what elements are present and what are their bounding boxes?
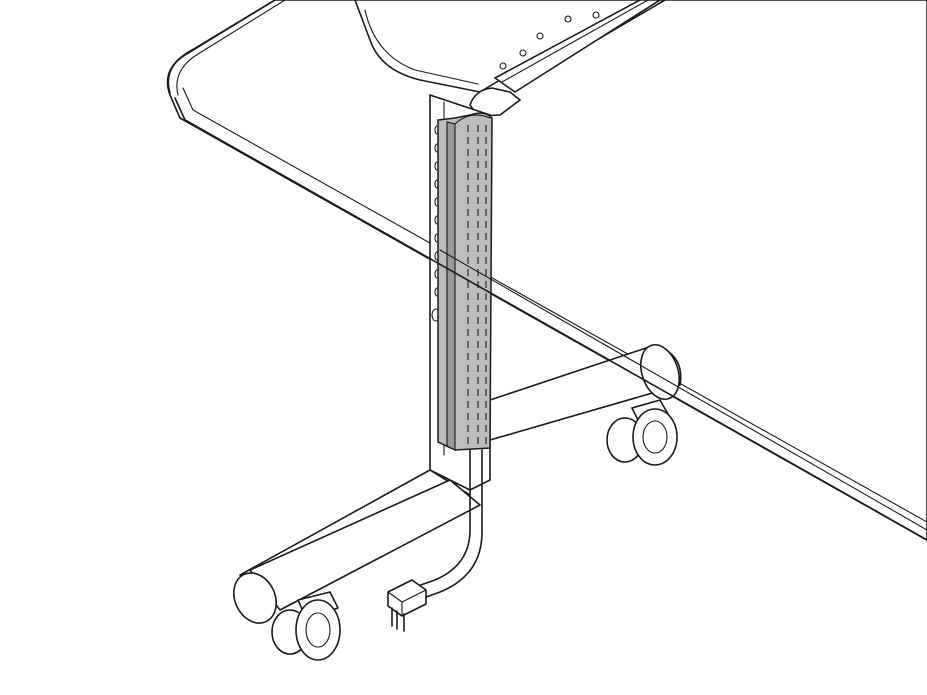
tabletop-edge-back-line xyxy=(439,249,927,531)
screw-hole xyxy=(536,32,544,40)
cord-outer xyxy=(411,449,471,589)
top-rail-bracket-ridge xyxy=(501,0,649,83)
caster-front xyxy=(271,591,341,661)
screw-hole xyxy=(592,11,600,19)
table-top xyxy=(166,0,927,541)
tabletop-left-corner-inner xyxy=(176,0,286,96)
base xyxy=(233,343,682,624)
caster-wheel-front xyxy=(295,599,341,661)
cord-inner xyxy=(417,449,483,601)
screw-hole xyxy=(564,15,572,23)
tabletop-left-corner xyxy=(167,0,276,94)
screw-hole xyxy=(499,62,507,70)
caster-hub xyxy=(642,420,668,454)
caster-wheel-front xyxy=(632,408,678,466)
rear-tube-end-cap xyxy=(640,343,680,401)
power-cord xyxy=(387,449,483,632)
mechanism-housing xyxy=(354,0,666,117)
column-top-collar xyxy=(469,87,521,117)
tabletop-right-edge xyxy=(184,119,927,541)
tabletop-surface xyxy=(166,0,927,541)
cable-cover-flange xyxy=(446,121,456,451)
tabletop-edge-front-line xyxy=(184,119,927,541)
screw-hole xyxy=(519,49,527,57)
cable-cover xyxy=(437,112,493,451)
front-tube-end-cap xyxy=(233,572,277,624)
top-rail-bracket xyxy=(494,0,661,93)
cable-cover-top-curl xyxy=(454,114,491,125)
caster-rear xyxy=(606,399,678,466)
plug-face xyxy=(387,589,427,617)
tabletop-edge-inner xyxy=(182,87,927,523)
lift-housing-curve xyxy=(364,9,479,85)
front-base-tube xyxy=(249,479,481,611)
plug-body xyxy=(387,579,427,617)
cable-cover-body xyxy=(437,112,493,451)
caster-hub xyxy=(305,612,331,648)
